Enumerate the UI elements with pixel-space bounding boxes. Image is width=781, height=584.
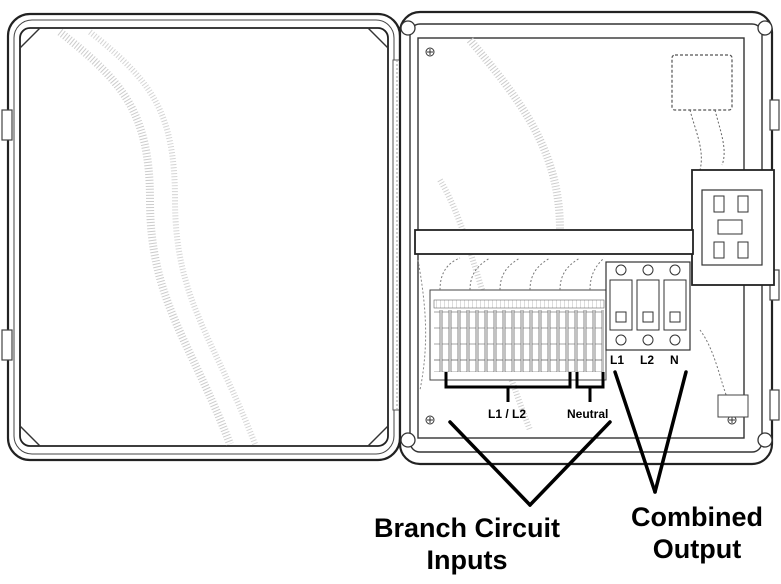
enclosure-door [1, 12, 402, 462]
gfci-outlet [691, 169, 775, 286]
output-n-label: N [670, 353, 679, 367]
branch-circuit-label: Branch Circuit [374, 513, 560, 543]
breaker-bank [417, 257, 607, 391]
output-l1-label: L1 [610, 353, 624, 367]
neutral-label: Neutral [567, 407, 608, 421]
inputs-label: Inputs [427, 545, 508, 575]
output-callout-lines [613, 370, 688, 494]
l1-l2-label: L1 / L2 [488, 407, 526, 421]
din-rail [414, 229, 694, 255]
l1-l2-bracket [444, 372, 572, 402]
output-label: Output [653, 534, 741, 564]
combined-label: Combined [631, 502, 763, 532]
output-terminals [605, 261, 749, 418]
output-l2-label: L2 [640, 353, 654, 367]
neutral-bracket [575, 372, 605, 402]
branch-callout-lines [448, 420, 612, 507]
